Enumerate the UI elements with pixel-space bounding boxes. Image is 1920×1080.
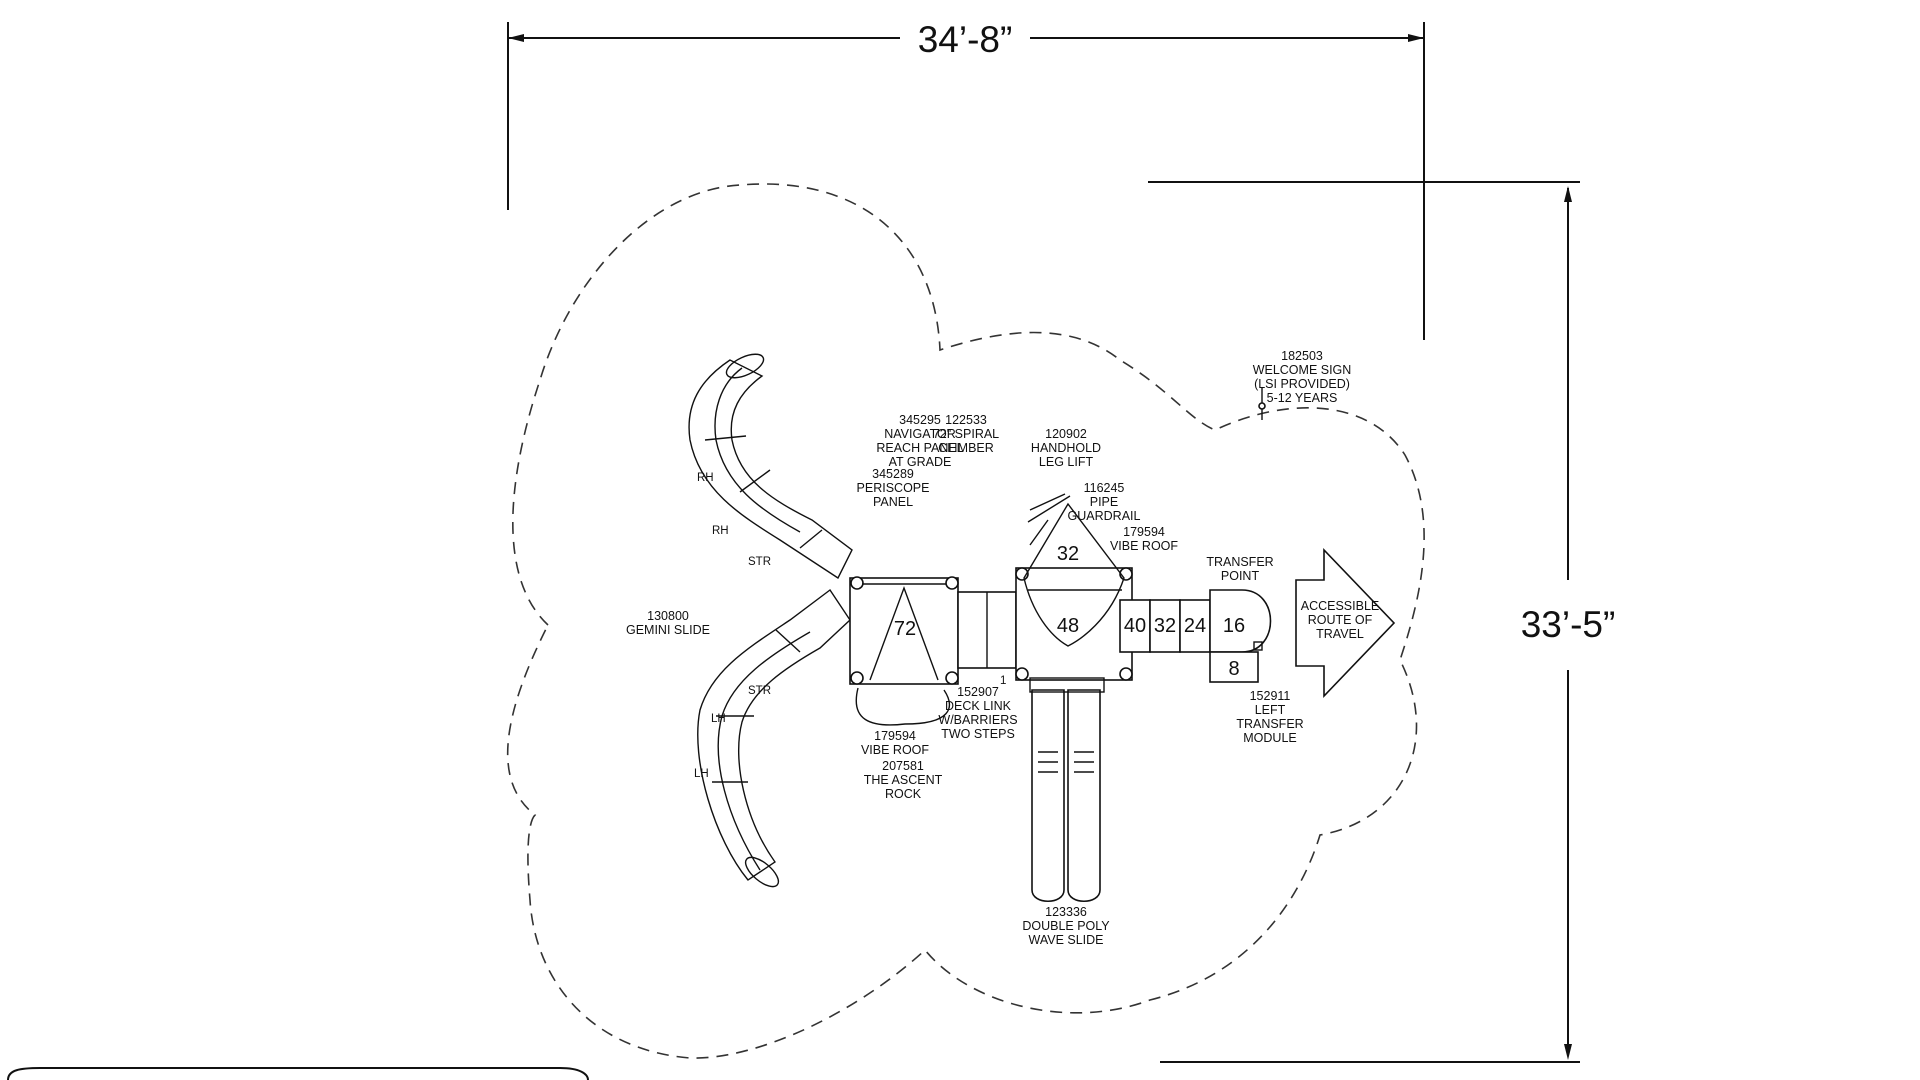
label-gemini-slide-line: GEMINI SLIDE (626, 623, 710, 637)
use-zone-boundary (506, 183, 1425, 1059)
label-navigator-reach-panel-line: 345295 (899, 413, 941, 427)
deck-48-tower: 32 48 (1015, 493, 1133, 681)
label-gemini-slide-line: 130800 (647, 609, 689, 623)
step-40-label: 40 (1124, 615, 1146, 637)
label-accessible-route-line: TRAVEL (1316, 627, 1364, 641)
label-ascent-rock-line: ROCK (885, 787, 922, 801)
slide-section-lh-1: LH (711, 713, 726, 725)
label-pipe-guardrail-line: GUARDRAIL (1068, 509, 1141, 523)
label-deck-link-line: DECK LINK (945, 699, 1012, 713)
deck-72-label: 72 (894, 618, 916, 640)
deck-link-drawing: 1 (957, 591, 1017, 687)
title-block-edge (0, 1067, 589, 1080)
label-navigator-reach-panel-line: NAVIGATOR (884, 427, 956, 441)
label-periscope-panel-line: PANEL (873, 495, 913, 509)
label-handhold-leg-lift-line: LEG LIFT (1039, 455, 1094, 469)
label-welcome-sign-line: 5-12 YEARS (1267, 391, 1338, 405)
dimension-width: 34’-8” (507, 19, 1425, 340)
label-spiral-climber-line: 122533 (945, 413, 987, 427)
label-pipe-guardrail-line: PIPE (1090, 495, 1119, 509)
label-welcome-sign-line: WELCOME SIGN (1253, 363, 1352, 377)
accessible-route-arrow (1295, 548, 1396, 698)
transfer-steps: 40 32 24 16 8 (1119, 589, 1272, 683)
label-accessible-route-line: ROUTE OF (1308, 613, 1373, 627)
label-transfer-point-line: TRANSFER (1206, 555, 1273, 569)
label-double-poly-wave-slide-line: WAVE SLIDE (1028, 933, 1103, 947)
label-spiral-climber-line: 72" SPIRAL (933, 427, 999, 441)
label-handhold-leg-lift-line: HANDHOLD (1031, 441, 1101, 455)
label-double-poly-wave-slide-line: 123336 (1045, 905, 1087, 919)
deck-32-upper-label: 32 (1057, 543, 1079, 565)
label-deck-link-line: W/BARRIERS (938, 713, 1017, 727)
label-periscope-panel-line: 345289 (872, 467, 914, 481)
transfer-16-label: 16 (1223, 615, 1245, 637)
double-wave-slide-drawing (1029, 677, 1105, 903)
step-32-label: 32 (1154, 615, 1176, 637)
slide-section-lh-2: LH (694, 768, 709, 780)
dimension-width-label: 34’-8” (918, 19, 1013, 60)
label-periscope-panel-line: PERISCOPE (857, 481, 930, 495)
deck-72-tower: 72 (849, 576, 959, 726)
label-transfer-point-line: POINT (1221, 569, 1260, 583)
label-left-transfer-module-line: 152911 (1250, 689, 1291, 703)
welcome-sign-marker (1258, 388, 1266, 420)
label-vibe-roof-left-line: 179594 (874, 729, 916, 743)
label-left-transfer-module-line: MODULE (1243, 731, 1296, 745)
label-navigator-reach-panel-line: AT GRADE (889, 455, 952, 469)
slide-section-rh-2: RH (712, 525, 729, 537)
label-vibe-roof-right-line: 179594 (1123, 525, 1165, 539)
slide-section-rh-1: RH (697, 472, 714, 484)
label-deck-link-line: 152907 (957, 685, 999, 699)
label-double-poly-wave-slide-line: DOUBLE POLY (1022, 919, 1110, 933)
label-vibe-roof-right-line: VIBE ROOF (1110, 539, 1178, 553)
label-navigator-reach-panel-line: REACH PANEL (876, 441, 963, 455)
slide-section-str-lower: STR (748, 685, 771, 697)
transfer-8-label: 8 (1228, 658, 1239, 680)
label-deck-link-line: TWO STEPS (941, 727, 1015, 741)
label-handhold-leg-lift-line: 120902 (1045, 427, 1087, 441)
label-ascent-rock-line: THE ASCENT (864, 773, 943, 787)
deck-link-step-label: 1 (1000, 675, 1006, 687)
step-24-label: 24 (1184, 615, 1206, 637)
label-left-transfer-module-line: LEFT (1255, 703, 1286, 717)
label-pipe-guardrail-line: 116245 (1084, 481, 1125, 495)
dimension-depth-label: 33’-5” (1521, 604, 1616, 645)
label-left-transfer-module-line: TRANSFER (1236, 717, 1303, 731)
label-welcome-sign-line: 182503 (1281, 349, 1323, 363)
label-welcome-sign-line: (LSI PROVIDED) (1254, 377, 1350, 391)
gemini-slide-drawing: RH RH STR STR LH LH (688, 353, 853, 888)
label-ascent-rock-line: 207581 (882, 759, 924, 773)
label-accessible-route-line: ACCESSIBLE (1301, 599, 1380, 613)
deck-48-label: 48 (1057, 615, 1079, 637)
label-vibe-roof-left-line: VIBE ROOF (861, 743, 929, 757)
dimension-depth: 33’-5” (1148, 181, 1616, 1063)
slide-section-str-upper: STR (748, 556, 771, 568)
label-spiral-climber-line: CLIMBER (938, 441, 994, 455)
